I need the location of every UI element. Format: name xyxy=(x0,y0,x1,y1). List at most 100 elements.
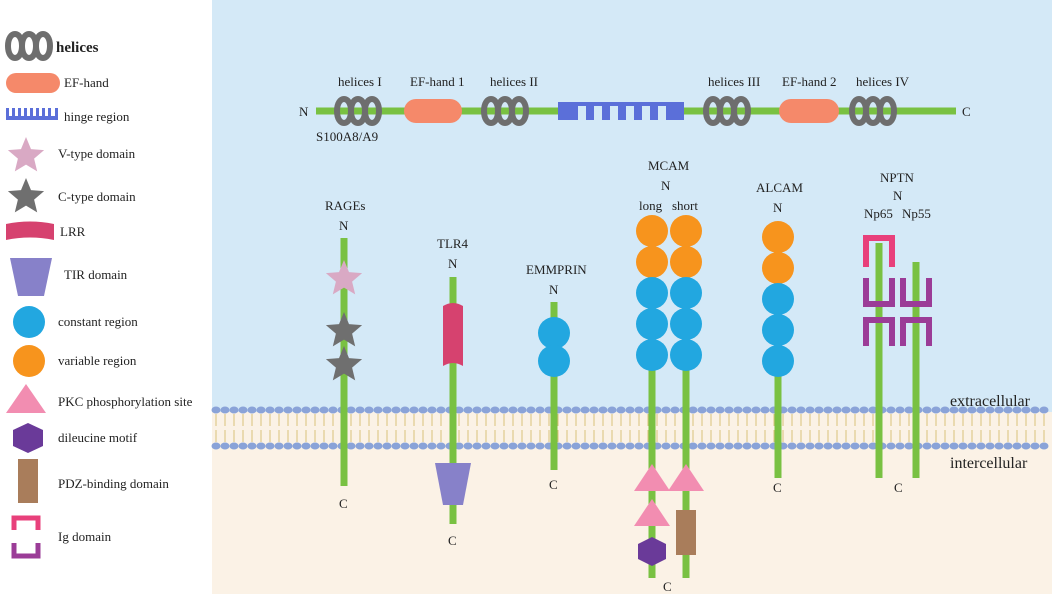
hinge-region xyxy=(558,102,684,120)
alcam-variable-1 xyxy=(762,221,794,253)
legend-label-pkc: PKC phosphorylation site xyxy=(58,394,193,409)
intracellular-background xyxy=(212,412,1052,594)
helices-icon xyxy=(8,34,50,58)
rages-c-type-domain-1 xyxy=(325,312,363,347)
extracellular-label: extracellular xyxy=(950,393,1031,410)
tlr4-c-label: C xyxy=(448,533,457,548)
mcam-short-constant-3 xyxy=(670,339,702,371)
lrr-icon xyxy=(6,221,54,240)
legend-label-lrr: LRR xyxy=(60,224,86,239)
nptn-name: NPTN xyxy=(880,170,915,185)
emmprin-constant-region-2 xyxy=(538,345,570,377)
emmprin-constant-region-1 xyxy=(538,317,570,349)
mcam-short-label: short xyxy=(672,198,698,213)
mcam-long-variable-2 xyxy=(636,246,668,278)
legend-label-hinge: hinge region xyxy=(64,109,130,124)
rages-n-label: N xyxy=(339,218,349,233)
nptn-np55-ig-domain-1 xyxy=(900,278,932,307)
mcam-long-pkc-site-2 xyxy=(634,499,670,526)
legend-label-c-type: C-type domain xyxy=(58,189,136,204)
legend-label-tir: TIR domain xyxy=(64,267,128,282)
mcam-long-variable-1 xyxy=(636,215,668,247)
mcam-long-pkc-site-1 xyxy=(634,464,670,491)
emmprin-receptor: EMMPRIN N C xyxy=(526,262,587,492)
nptn-np55-ig-domain-2 xyxy=(900,317,932,346)
tlr4-n-label: N xyxy=(448,256,458,271)
alcam-c-label: C xyxy=(773,480,782,495)
mcam-long-constant-1 xyxy=(636,277,668,309)
legend-label-ig: Ig domain xyxy=(58,529,112,544)
mcam-n-label: N xyxy=(661,178,671,193)
s100a8-a9-protein: N C S100A8/A9 helices I EF-hand 1 helice… xyxy=(299,74,971,144)
rages-c-label: C xyxy=(339,496,348,511)
rages-name: RAGEs xyxy=(325,198,365,213)
helices-iv-label: helices IV xyxy=(856,74,910,89)
pdz-rect-icon xyxy=(18,459,38,503)
rages-v-type-domain xyxy=(325,260,363,295)
emmprin-n-label: N xyxy=(549,282,559,297)
mcam-long-constant-2 xyxy=(636,308,668,340)
mcam-c-label: C xyxy=(663,579,672,594)
nptn-np65-ig-domain-3 xyxy=(863,317,895,346)
s100-n-label: N xyxy=(299,104,309,119)
ef-hand-2-label: EF-hand 2 xyxy=(782,74,837,89)
rages-c-type-domain-2 xyxy=(325,346,363,381)
intracellular-label: intercellular xyxy=(950,455,1028,472)
alcam-name: ALCAM xyxy=(756,180,803,195)
mcam-short-constant-1 xyxy=(670,277,702,309)
dileucine-hexagon-icon xyxy=(13,423,43,453)
legend-label-constant: constant region xyxy=(58,314,138,329)
variable-circle-icon xyxy=(13,345,45,377)
tlr4-lrr xyxy=(443,303,463,366)
tir-icon xyxy=(10,258,52,296)
mcam-short-variable-1 xyxy=(670,215,702,247)
helices-ii-label: helices II xyxy=(490,74,538,89)
constant-circle-icon xyxy=(13,306,45,338)
tlr4-receptor: TLR4 N C xyxy=(435,236,471,548)
legend-label-ef-hand: EF-hand xyxy=(64,75,109,90)
mcam-name: MCAM xyxy=(648,158,690,173)
nptn-np65-label: Np65 xyxy=(864,206,893,221)
ig-bracket-icon xyxy=(11,515,41,559)
mcam-short-constant-2 xyxy=(670,308,702,340)
v-type-star-icon xyxy=(7,137,45,172)
mcam-receptor: MCAM N long short C xyxy=(634,158,704,594)
helices-i-label: helices I xyxy=(338,74,382,89)
legend: helices EF-hand hinge region V-type doma… xyxy=(6,34,193,559)
emmprin-c-label: C xyxy=(549,477,558,492)
nptn-n-label: N xyxy=(893,188,903,203)
nptn-np65-ig-domain-2 xyxy=(863,278,895,307)
ef-hand-2 xyxy=(779,99,839,123)
ef-hand-1-label: EF-hand 1 xyxy=(410,74,465,89)
c-type-star-icon xyxy=(7,178,45,213)
ig-bracket-icon-top xyxy=(11,515,41,530)
mcam-short-pdz-binding-domain xyxy=(676,510,696,555)
pkc-triangle-icon xyxy=(6,384,46,413)
nptn-receptor: NPTN N Np65 Np55 C xyxy=(863,170,932,495)
mcam-long-label: long xyxy=(639,198,663,213)
nptn-c-label: C xyxy=(894,480,903,495)
tlr4-tir-domain xyxy=(435,463,471,505)
ef-hand-icon xyxy=(6,73,60,93)
mcam-long-dileucine-motif xyxy=(638,537,666,566)
hinge-icon xyxy=(6,108,58,120)
legend-label-helices: helices xyxy=(56,40,99,56)
alcam-constant-2 xyxy=(762,314,794,346)
nptn-np55-label: Np55 xyxy=(902,206,931,221)
alcam-variable-2 xyxy=(762,252,794,284)
legend-label-dileucine: dileucine motif xyxy=(58,430,138,445)
alcam-constant-1 xyxy=(762,283,794,315)
legend-label-v-type: V-type domain xyxy=(58,146,136,161)
legend-label-pdz: PDZ-binding domain xyxy=(58,476,169,491)
alcam-n-label: N xyxy=(773,200,783,215)
s100-c-label: C xyxy=(962,104,971,119)
membrane-bilayer xyxy=(211,406,1049,450)
alcam-constant-3 xyxy=(762,345,794,377)
s100-name: S100A8/A9 xyxy=(316,129,378,144)
alcam-receptor: ALCAM N C xyxy=(756,180,803,495)
legend-label-variable: variable region xyxy=(58,353,137,368)
mcam-short-pkc-site xyxy=(668,464,704,491)
ef-hand-1 xyxy=(404,99,462,123)
